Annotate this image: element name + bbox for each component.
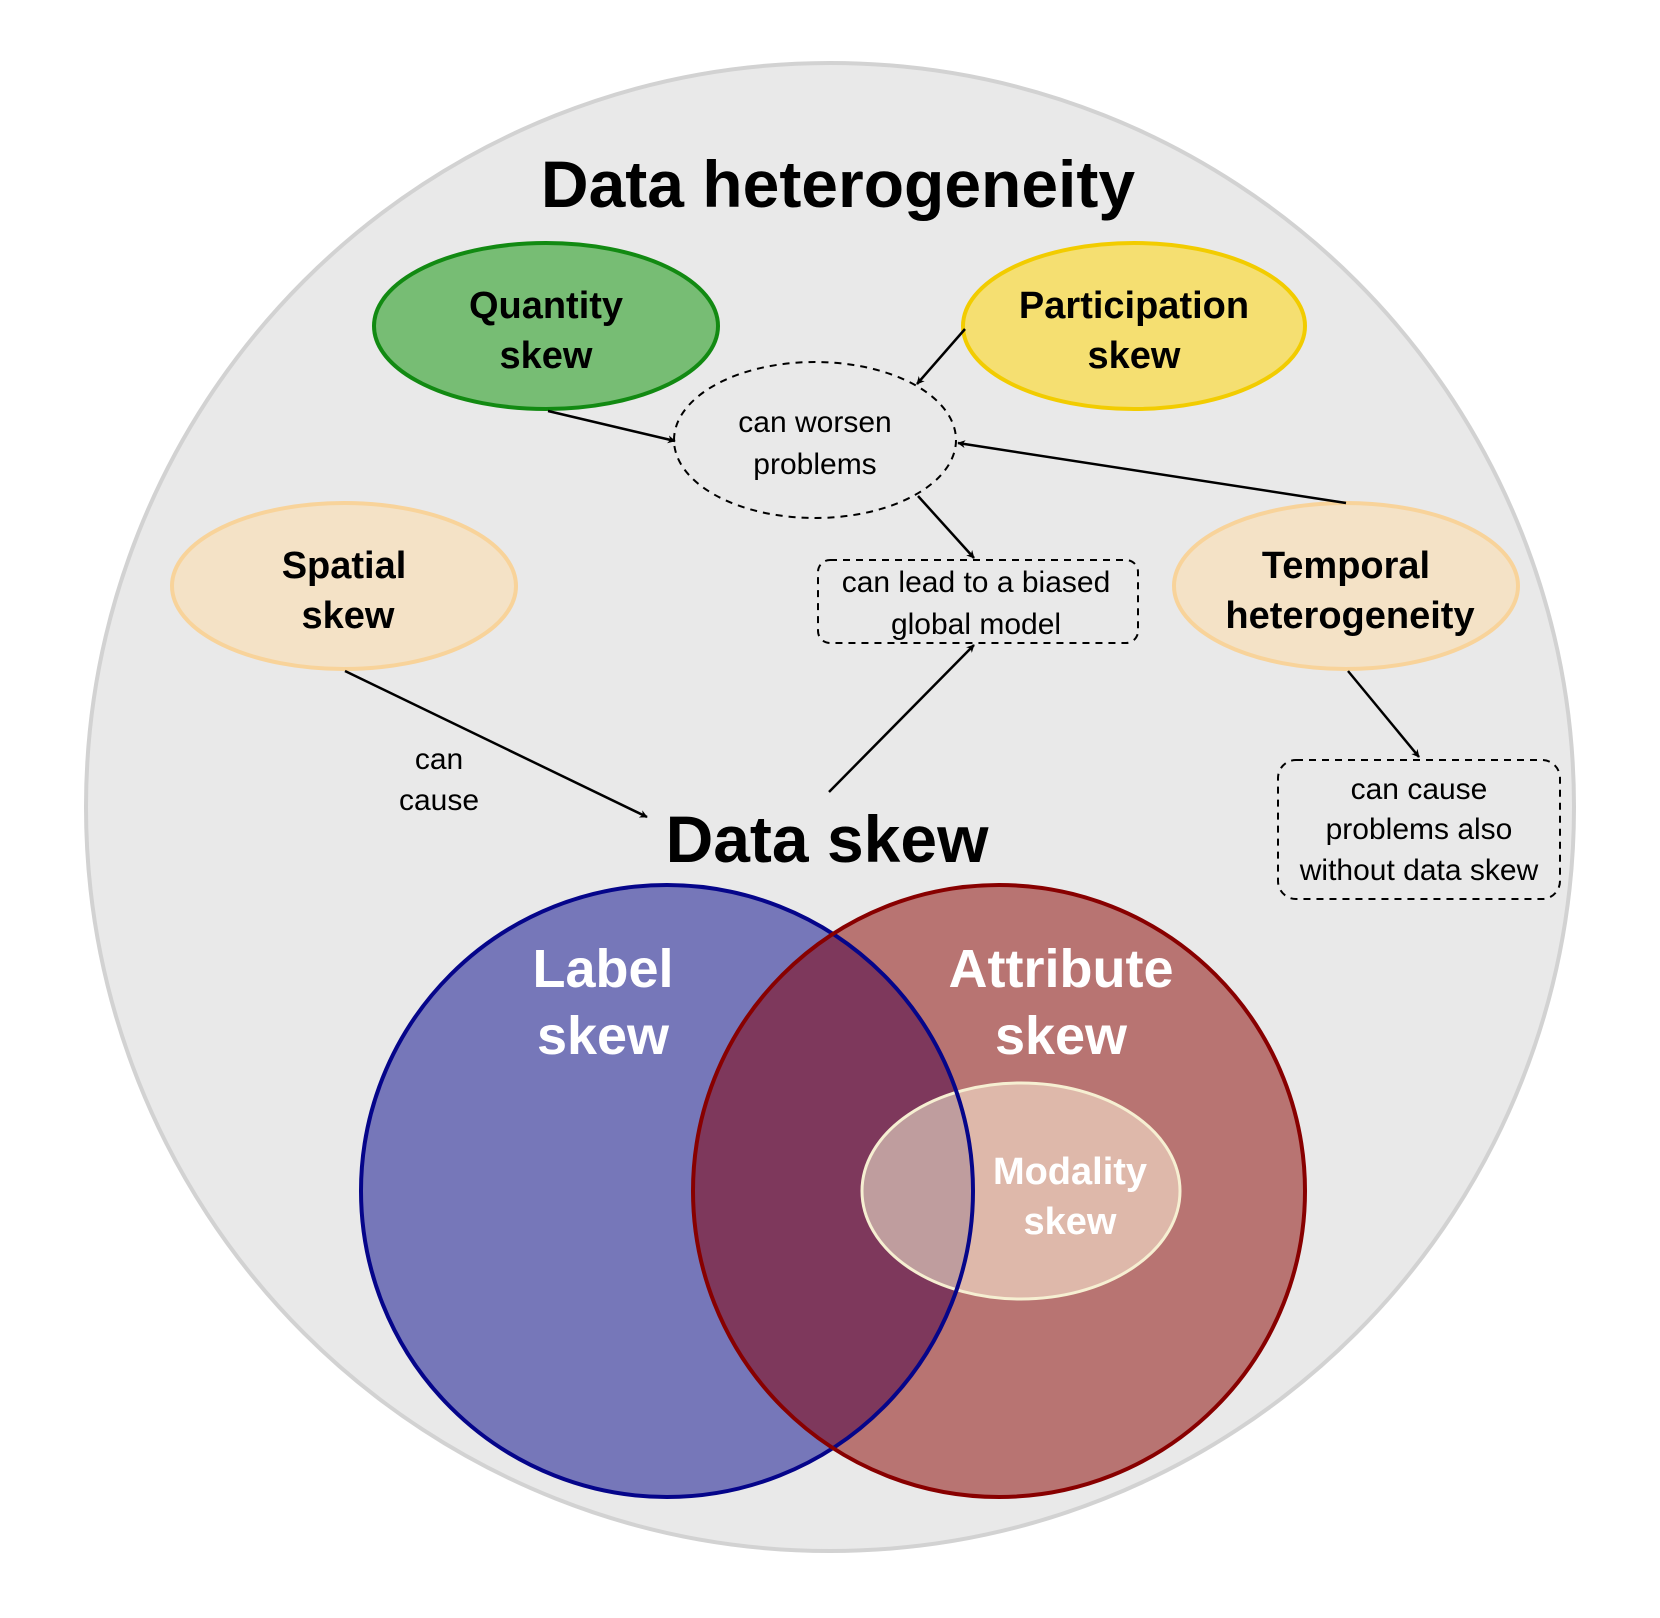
modality-skew-outline [860, 1081, 1182, 1301]
temporal-heterogeneity-label-line1: Temporal [1262, 545, 1430, 587]
label-skew-outline [359, 883, 975, 1499]
arrow-participation-to-worsen [916, 328, 966, 385]
attribute-skew-label-line2: skew [995, 1006, 1128, 1066]
attribute-skew-label-line1: Attribute [949, 939, 1174, 999]
temporal-note-line1: can cause [1351, 773, 1488, 806]
temporal-heterogeneity-label-line2: heterogeneity [1225, 595, 1474, 637]
modality-skew-label-line1: Modality [993, 1151, 1147, 1193]
biased-model-note [817, 559, 1139, 644]
modality-skew-label-line2: skew [1024, 1201, 1117, 1243]
attribute-skew-outline [691, 883, 1307, 1499]
temporal-note-line2: problems also [1326, 813, 1513, 846]
biased-note-line2: global model [891, 608, 1061, 641]
arrow-quantity-to-worsen [547, 409, 676, 444]
quantity-skew-node [372, 241, 720, 411]
arrow-dataskew-to-biased [828, 644, 975, 793]
quantity-skew-label-line2: skew [500, 335, 593, 377]
label-skew-label-line1: Label [532, 939, 673, 999]
cause-label-line1: can [415, 743, 463, 776]
label-attribute-overlap [693, 885, 973, 1497]
spatial-skew-node [170, 501, 518, 671]
cause-label-line2: cause [399, 784, 479, 817]
worsen-problems-note [673, 361, 957, 519]
data-skew-title: Data skew [666, 802, 990, 876]
quantity-skew-label-line1: Quantity [469, 285, 623, 327]
arrow-temporal-to-note [1347, 670, 1420, 758]
arrow-spatial-to-dataskew [344, 669, 648, 819]
worsen-note-line2: problems [753, 448, 876, 481]
temporal-note [1277, 759, 1561, 900]
participation-skew-label-line1: Participation [1019, 285, 1249, 327]
participation-skew-label-line2: skew [1088, 335, 1181, 377]
arrow-worsen-to-biased [917, 495, 975, 559]
spatial-skew-label-line1: Spatial [282, 545, 407, 587]
label-skew-label-line2: skew [537, 1006, 670, 1066]
biased-note-line1: can lead to a biased [842, 566, 1111, 599]
temporal-note-line3: without data skew [1299, 854, 1539, 887]
modality-overlap-region [862, 1083, 973, 1299]
diagram-title: Data heterogeneity [541, 147, 1135, 221]
participation-skew-node [961, 241, 1307, 411]
worsen-note-line1: can worsen [738, 406, 891, 439]
spatial-skew-label-line2: skew [302, 595, 395, 637]
arrow-temporal-to-worsen [957, 440, 1347, 505]
